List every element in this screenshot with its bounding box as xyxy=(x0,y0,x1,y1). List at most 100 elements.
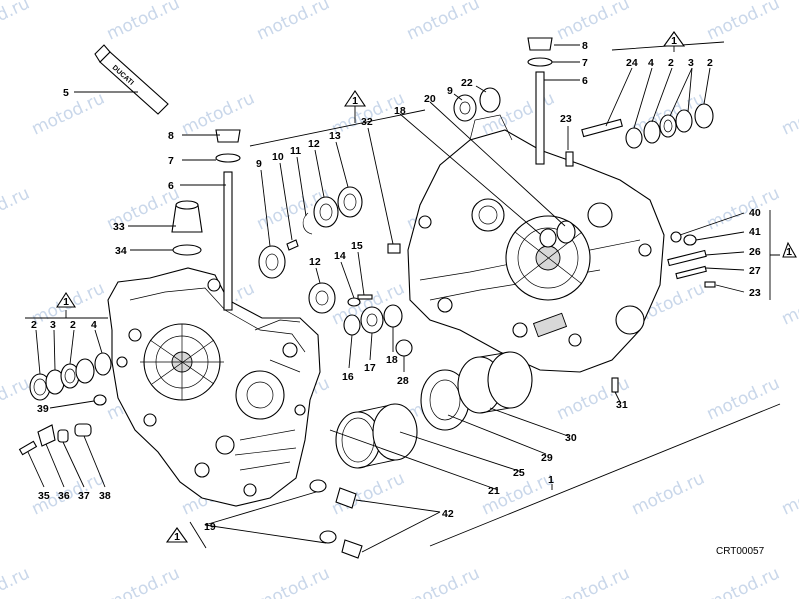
callout-10: 10 xyxy=(272,151,284,163)
watermark-text: motod.ru xyxy=(779,278,799,329)
callout-27: 27 xyxy=(749,265,761,277)
callout-20: 20 xyxy=(424,93,436,105)
callout-2: 2 xyxy=(707,57,713,69)
watermark-text: motod.ru xyxy=(704,373,783,424)
watermark-text: motod.ru xyxy=(704,563,783,599)
drain-plugs xyxy=(309,479,363,559)
group-marker-top-right xyxy=(662,31,686,47)
callout-1: 1 xyxy=(548,474,554,486)
callout-41: 41 xyxy=(749,226,761,238)
oil-plug xyxy=(171,200,203,256)
sealant-tube: DUCATI xyxy=(94,44,169,115)
callout-36: 36 xyxy=(58,490,70,502)
group-marker-top-middle xyxy=(343,90,367,107)
watermark-text: motod.ru xyxy=(779,88,799,139)
callout-8: 8 xyxy=(582,40,588,52)
right-stud-assembly xyxy=(527,37,553,165)
watermark-text: motod.ru xyxy=(554,0,633,45)
callout-37: 37 xyxy=(78,490,90,502)
callout-6: 6 xyxy=(168,180,174,192)
callout-24: 24 xyxy=(626,57,638,69)
right-bearing-stack xyxy=(565,103,714,167)
group-markers: 1 1 1 1 1 xyxy=(55,31,797,543)
small-hardware-left xyxy=(18,423,92,456)
group-marker-bottom xyxy=(165,527,189,543)
callout-38: 38 xyxy=(99,490,111,502)
callout-7: 7 xyxy=(582,57,588,69)
callout-16: 16 xyxy=(342,371,354,383)
watermark-text: motod.ru xyxy=(0,373,33,424)
callout-31: 31 xyxy=(616,399,628,411)
watermark-text: motod.ru xyxy=(104,563,183,599)
callout-23: 23 xyxy=(560,113,572,125)
callout-40: 40 xyxy=(749,207,761,219)
callout-33: 33 xyxy=(113,221,125,233)
callout-42: 42 xyxy=(442,508,454,520)
watermark-text: motod.ru xyxy=(629,468,708,519)
callout-18: 18 xyxy=(386,354,398,366)
callout-5: 5 xyxy=(63,87,69,99)
watermark-text: motod.ru xyxy=(704,183,783,234)
callout-6: 6 xyxy=(582,75,588,87)
watermark-text: motod.ru xyxy=(404,0,483,45)
middle-upper-bearings xyxy=(258,186,401,279)
group-marker-label: 1 xyxy=(671,35,677,47)
callout-9: 9 xyxy=(447,85,453,97)
callout-29: 29 xyxy=(541,452,553,464)
callout-13: 13 xyxy=(329,130,341,142)
callout-3: 3 xyxy=(688,57,694,69)
leader-lines xyxy=(27,44,745,553)
callout-30: 30 xyxy=(565,432,577,444)
callout-3: 3 xyxy=(50,319,56,331)
watermark-text: motod.ru xyxy=(0,183,33,234)
watermark-text: motod.ru xyxy=(554,563,633,599)
callout-25: 25 xyxy=(513,467,525,479)
callout-11: 11 xyxy=(290,145,301,157)
callout-34: 34 xyxy=(115,245,127,257)
callout-2: 2 xyxy=(31,319,37,331)
callout-12: 12 xyxy=(308,138,320,150)
callout-2: 2 xyxy=(70,319,76,331)
watermark-text: motod.ru xyxy=(0,563,33,599)
callout-23: 23 xyxy=(749,287,761,299)
callout-19: 19 xyxy=(204,521,216,533)
callout-21: 21 xyxy=(488,485,500,497)
callout-7: 7 xyxy=(168,155,174,167)
callout-26: 26 xyxy=(749,246,761,258)
callout-15: 15 xyxy=(351,240,363,252)
watermark-text: motod.ru xyxy=(779,468,799,519)
right-upper-bearings xyxy=(453,87,576,248)
left-crankcase-half xyxy=(107,267,321,507)
group-marker-right xyxy=(782,241,797,258)
watermark-text: motod.ru xyxy=(104,0,183,45)
watermark-text: motod.ru xyxy=(254,563,333,599)
callout-35: 35 xyxy=(38,490,50,502)
right-crankcase-half xyxy=(407,114,665,373)
middle-lower-bearings xyxy=(308,282,413,357)
right-small-hardware xyxy=(611,231,716,393)
callout-28: 28 xyxy=(397,375,409,387)
callout-32: 32 xyxy=(361,116,373,128)
callout-12: 12 xyxy=(309,256,321,268)
callout-18: 18 xyxy=(394,105,406,117)
callout-4: 4 xyxy=(648,57,654,69)
drawing-code: CRT00057 xyxy=(716,546,765,557)
callout-22: 22 xyxy=(461,77,473,89)
callout-4: 4 xyxy=(91,319,97,331)
callout-2: 2 xyxy=(668,57,674,69)
callout-17: 17 xyxy=(364,362,376,374)
group-marker-left xyxy=(55,291,77,308)
group-marker-label: 1 xyxy=(63,296,69,308)
watermark-text: motod.ru xyxy=(254,0,333,45)
watermark-text: motod.ru xyxy=(0,0,33,45)
left-stud-assembly xyxy=(215,129,241,311)
callout-9: 9 xyxy=(256,158,262,170)
group-marker-label: 1 xyxy=(174,531,180,543)
group-marker-label: 1 xyxy=(352,95,358,107)
callout-labels: 5 8 7 6 33 34 2 3 2 4 3 9 35 36 37 38 9 1… xyxy=(31,40,761,533)
left-bearing-stack xyxy=(29,352,112,406)
group-marker-label: 1 xyxy=(786,246,792,258)
group-brackets xyxy=(25,41,781,549)
